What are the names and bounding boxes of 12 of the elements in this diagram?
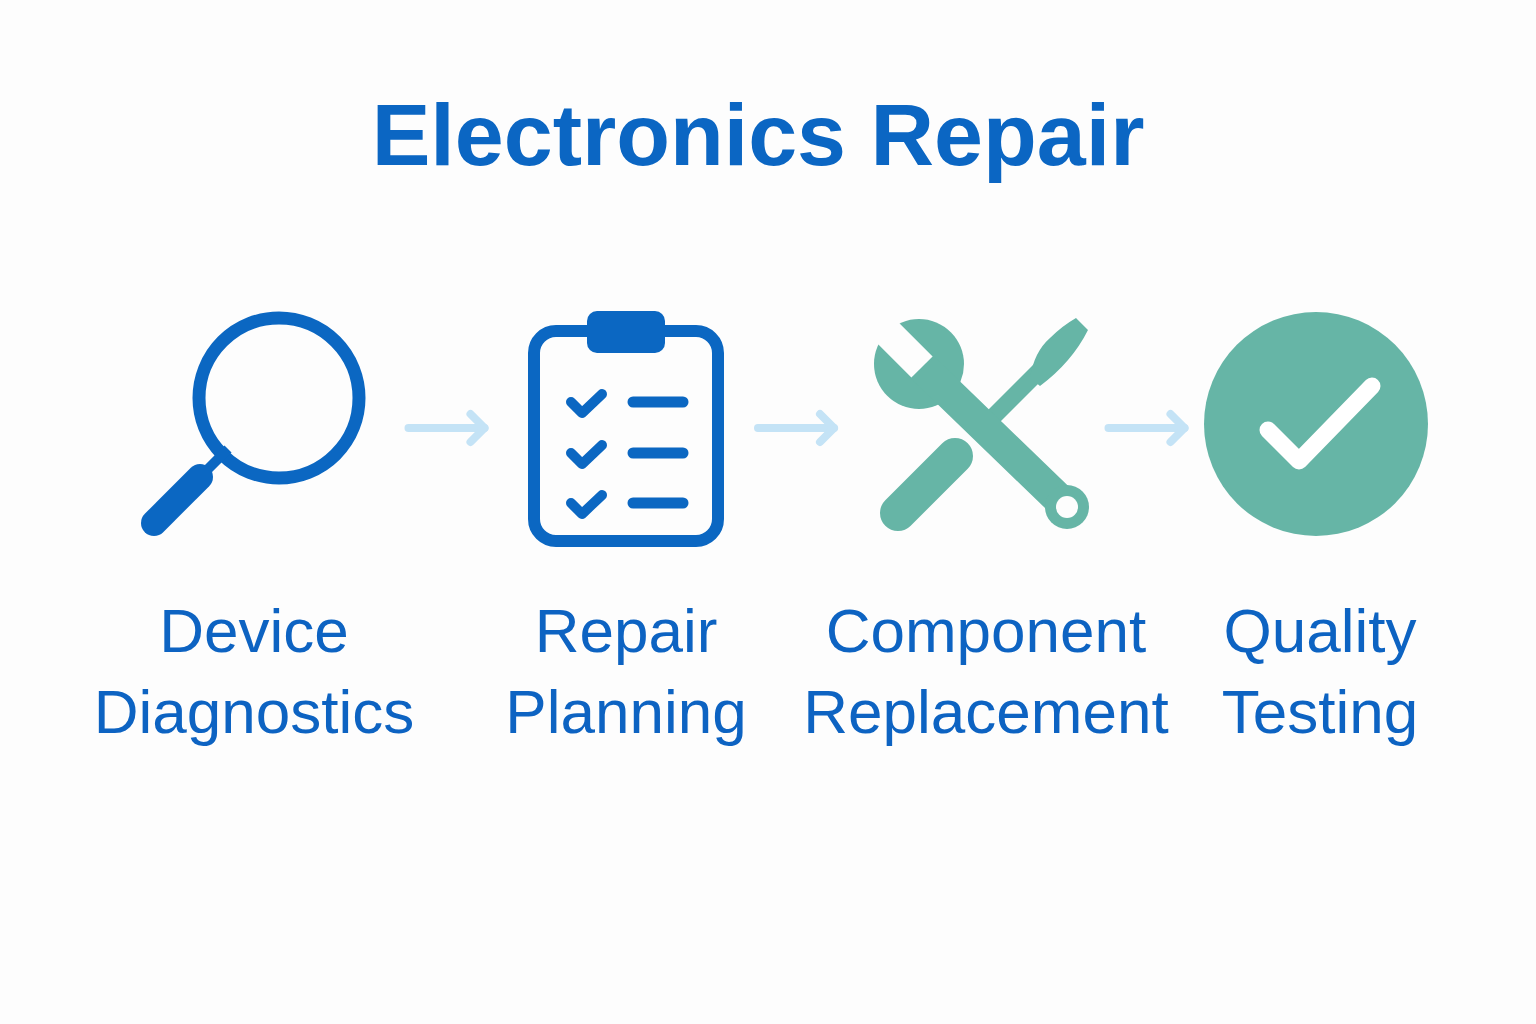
step-caption: Component Replacement [803, 595, 1169, 748]
magnifying-glass-icon [141, 311, 366, 536]
step-caption: Repair Planning [505, 595, 747, 748]
arrow [404, 410, 489, 446]
arrow [754, 410, 838, 446]
arrow [1104, 410, 1189, 446]
step-caption: Quality Testing [1221, 595, 1419, 748]
wrench-and-screwdriver-icon [874, 318, 1089, 531]
step-caption: Device Diagnostics [93, 595, 415, 748]
check-circle-icon [1204, 312, 1428, 536]
diagram-title: Electronics Repair [370, 85, 1146, 185]
clipboard-checklist-icon [528, 311, 724, 547]
